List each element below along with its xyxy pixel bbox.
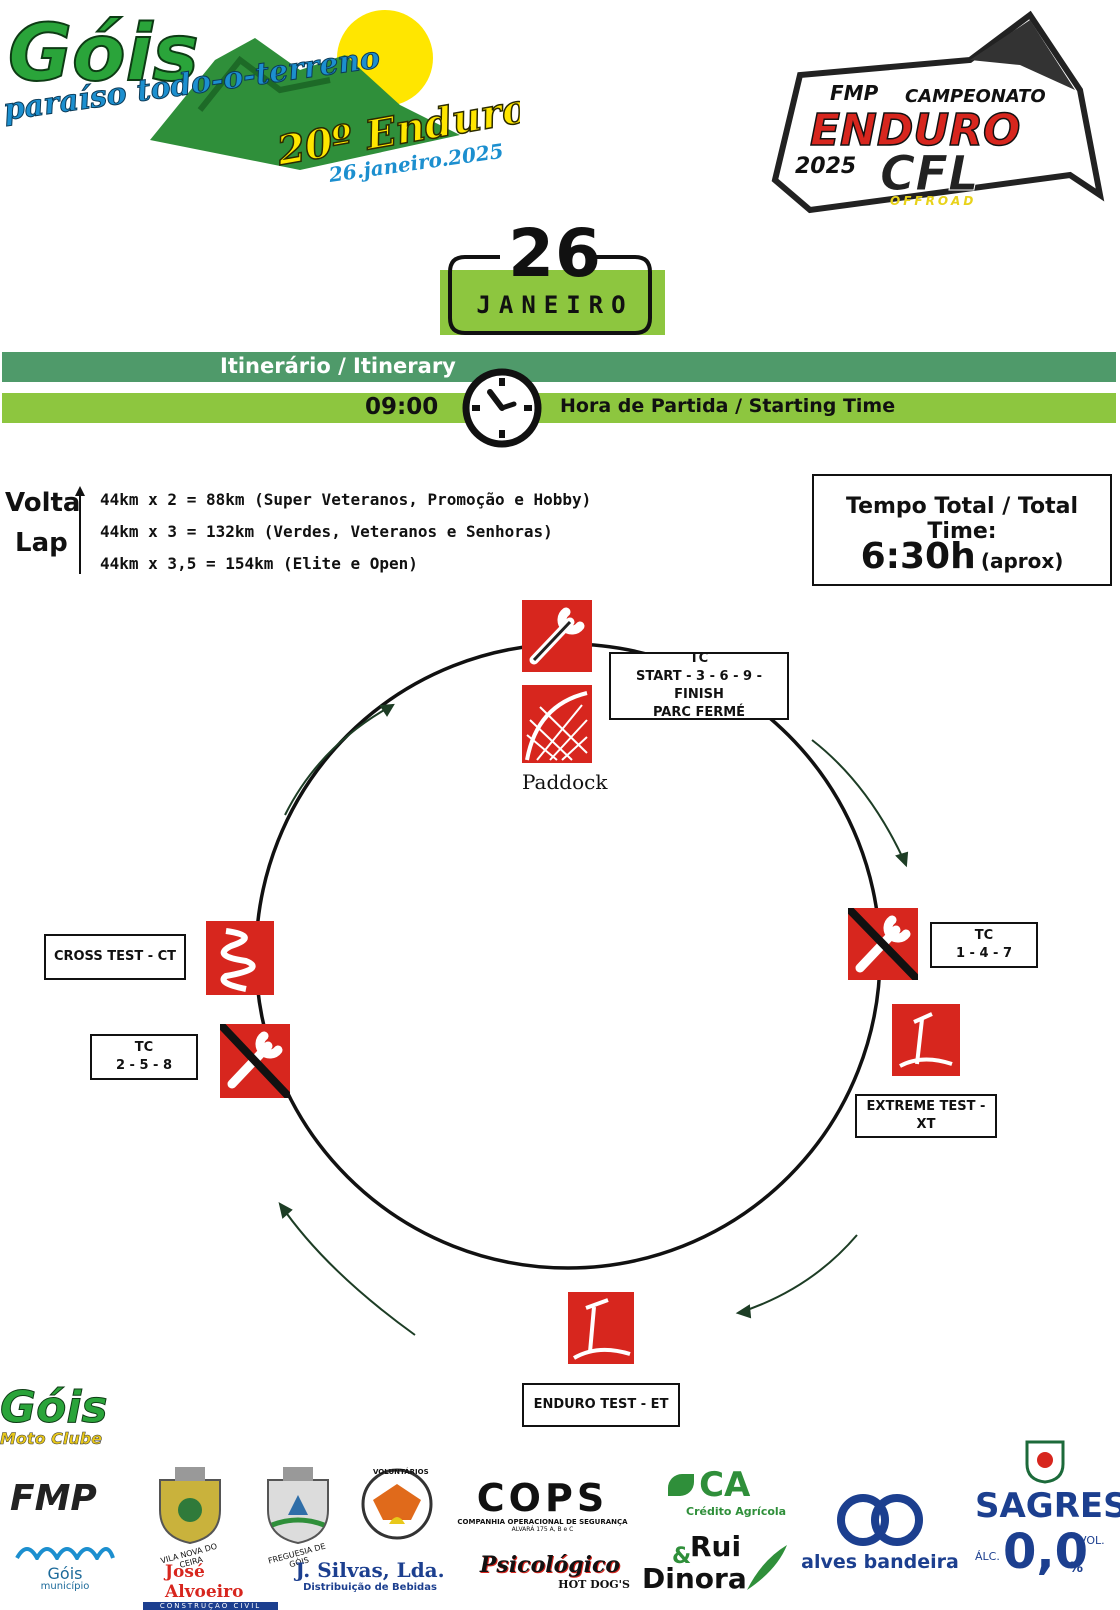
alves-name: alves bandeira xyxy=(801,1551,959,1573)
jose-alvoeiro-sub: CONSTRUÇÃO CIVIL xyxy=(143,1602,278,1610)
crossed-wrench-icon xyxy=(845,905,921,983)
alves-bandeira-logo: alves bandeira xyxy=(800,1492,960,1573)
cops-license: ALVARÁ 175 A, B e C xyxy=(511,1526,574,1533)
year-text: 2025 xyxy=(795,154,856,179)
fmp-logo: FMP xyxy=(10,1478,97,1519)
enduro-test-label: ENDURO TEST - ET xyxy=(533,1397,669,1412)
vila-nova-do-ceira-crest: VILA NOVA DO CEIRA xyxy=(150,1465,230,1570)
sagres-name: SAGRES xyxy=(975,1486,1120,1526)
leaf-swoosh-icon xyxy=(747,1545,787,1590)
enduro-test-box: ENDURO TEST - ET xyxy=(522,1383,680,1427)
gois-event-logo: Góis paraíso todo-o-terreno 20º Enduro 2… xyxy=(0,0,533,200)
extreme-test-icon xyxy=(892,1004,960,1076)
tc-left-sequence: 2 - 5 - 8 xyxy=(115,1058,173,1073)
jose-alvoeiro-name: José Alvoeiro xyxy=(165,1562,244,1602)
extreme-test-box: EXTREME TEST - XT xyxy=(855,1094,997,1138)
psicologico-name: Psicológico xyxy=(479,1552,621,1578)
gois-municipio-logo: Góis município xyxy=(10,1538,120,1598)
cross-test-icon xyxy=(206,921,274,995)
cfl-text: CFL xyxy=(880,146,979,202)
rui-name: Rui xyxy=(690,1530,742,1563)
cops-logo: COPS COMPANHIA OPERACIONAL DE SEGURANÇA … xyxy=(455,1478,630,1548)
tc-left-title: TC xyxy=(134,1040,154,1055)
clock-icon xyxy=(460,366,544,450)
starting-time-bar xyxy=(2,393,1116,423)
voluntarios-crest: VOLUNTÁRIOS xyxy=(355,1462,440,1547)
paddock-label: Paddock xyxy=(522,770,608,794)
dinora-name: Dinora xyxy=(642,1562,747,1595)
voluntarios-label: VOLUNTÁRIOS xyxy=(373,1468,429,1476)
gois-moto-name: Góis xyxy=(0,1382,108,1434)
lap-arrow xyxy=(74,486,86,576)
lap-option-3: 44km x 3,5 = 154km (Elite e Open) xyxy=(100,554,418,573)
enduro-test-icon xyxy=(568,1292,634,1364)
paddock-net-icon xyxy=(522,685,592,763)
gois-municipio-sub: município xyxy=(40,1581,90,1592)
tc-right-box: TC 1 - 4 - 7 xyxy=(930,922,1038,968)
gois-moto-clube-logo: Góis Moto Clube xyxy=(0,1382,135,1462)
psicologico-sub: HOT DOG'S xyxy=(558,1578,630,1591)
date-day: 26 xyxy=(508,215,602,292)
start-time-value: 09:00 xyxy=(365,394,439,420)
offroad-text: OFFROAD xyxy=(890,194,976,208)
crossed-wrench-icon xyxy=(217,1021,293,1101)
credito-agricola-logo: CA Crédito Agrícola xyxy=(668,1465,788,1525)
ampersand-mark: & xyxy=(672,1544,692,1569)
tc-start-title: TC xyxy=(689,651,709,666)
total-time-approx: (aprox) xyxy=(980,549,1064,573)
sagres-percent: % xyxy=(1069,1560,1084,1576)
jose-alvoeiro-logo: José Alvoeiro CONSTRUÇÃO CIVIL xyxy=(143,1562,278,1610)
cross-test-label: CROSS TEST - CT xyxy=(53,949,177,964)
total-time-value: 6:30h (aprox) xyxy=(814,536,1110,577)
sagres-vol: VOL. xyxy=(1079,1534,1105,1547)
psicologico-logo: Psicológico HOT DOG'S xyxy=(470,1552,630,1598)
ca-name: CA xyxy=(699,1465,751,1505)
ab-monogram-icon xyxy=(837,1494,923,1546)
tc-start-parc: PARC FERMÉ xyxy=(652,705,746,720)
tc-right-title: TC xyxy=(974,928,994,943)
sagres-logo: SAGRES ÁLC. 0,0 % VOL. xyxy=(975,1440,1120,1600)
lap-title-en: Lap xyxy=(15,528,68,558)
tc-start-sequence: START - 3 - 6 - 9 - FINISH xyxy=(636,669,762,702)
ca-sub: Crédito Agrícola xyxy=(686,1505,787,1518)
sagres-alc: ÁLC. xyxy=(975,1550,1000,1563)
gois-moto-sub: Moto Clube xyxy=(0,1429,103,1449)
sagres-zero: 0,0 xyxy=(1003,1524,1089,1580)
total-time-hours: 6:30h xyxy=(860,536,976,577)
campeonato-text: CAMPEONATO xyxy=(905,86,1046,107)
rui-dinora-logo: & Rui Dinora xyxy=(642,1530,792,1598)
jsilvas-logo: J. Silvas, Lda. Distribuição de Bebidas xyxy=(295,1558,445,1598)
start-time-label: Hora de Partida / Starting Time xyxy=(560,395,896,417)
tc-left-box: TC 2 - 5 - 8 xyxy=(90,1034,198,1080)
enduro-championship-logo: FMP CAMPEONATO ENDURO 2025 CFL OFFROAD xyxy=(770,5,1110,215)
gois-logo-title: Góis xyxy=(8,9,199,99)
sagres-shield-icon xyxy=(1025,1440,1065,1484)
cross-test-box: CROSS TEST - CT xyxy=(44,934,186,980)
extreme-test-label: EXTREME TEST - XT xyxy=(866,1099,986,1132)
gois-municipio-name: Góis xyxy=(47,1564,83,1583)
lap-option-2: 44km x 3 = 132km (Verdes, Veteranos e Se… xyxy=(100,522,553,541)
cops-name: COPS xyxy=(476,1476,609,1520)
fmp-mark: FMP xyxy=(830,81,879,105)
cops-sub: COMPANHIA OPERACIONAL DE SEGURANÇA xyxy=(457,1518,628,1526)
leaf-icon xyxy=(668,1474,694,1496)
itinerary-bar xyxy=(2,352,1116,382)
date-badge: 26 JANEIRO xyxy=(440,215,670,340)
freguesia-de-gois-crest: FREGUESIA DE GÓIS xyxy=(258,1465,338,1569)
jsilvas-sub: Distribuição de Bebidas xyxy=(303,1582,437,1593)
total-time-label: Tempo Total / Total Time: xyxy=(845,494,1078,544)
jsilvas-name: J. Silvas, Lda. xyxy=(295,1558,445,1582)
enduro-text: ENDURO xyxy=(810,105,1020,156)
sagres-strength: ÁLC. 0,0 % VOL. xyxy=(975,1524,1115,1582)
itinerary-title: Itinerário / Itinerary xyxy=(220,354,456,378)
wrench-icon xyxy=(522,600,592,672)
tc-start-box: TC START - 3 - 6 - 9 - FINISH PARC FERMÉ xyxy=(609,651,789,720)
lap-option-1: 44km x 2 = 88km (Super Veteranos, Promoç… xyxy=(100,490,592,509)
gois-logo-graphic: Góis paraíso todo-o-terreno 20º Enduro 2… xyxy=(1,8,533,187)
tc-right-sequence: 1 - 4 - 7 xyxy=(955,946,1013,961)
total-time-box: Tempo Total / Total Time: 6:30h (aprox) xyxy=(812,474,1112,586)
lap-title-pt: Volta xyxy=(5,488,81,518)
date-month: JANEIRO xyxy=(476,291,634,319)
